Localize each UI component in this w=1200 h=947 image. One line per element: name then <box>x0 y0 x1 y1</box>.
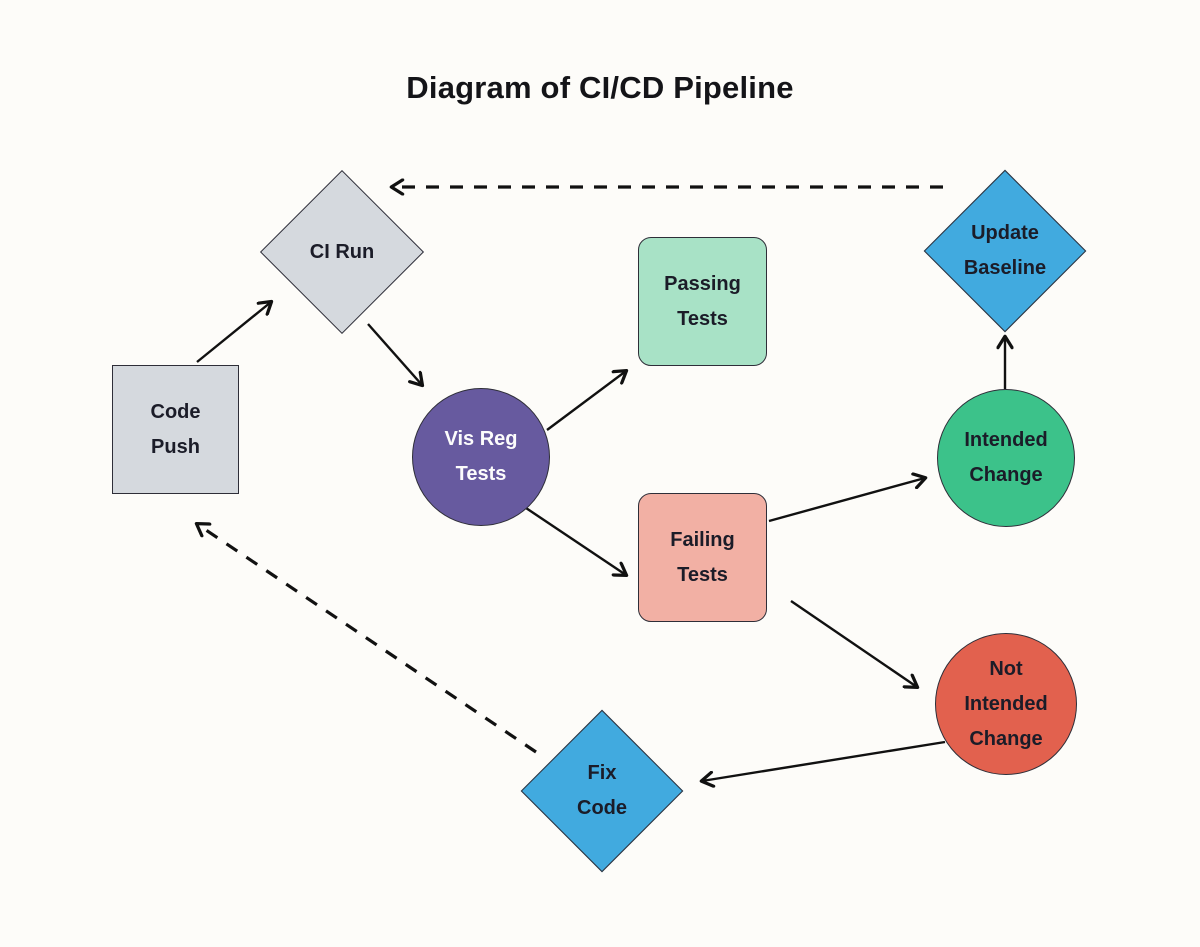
node-update-baseline: Update Baseline <box>923 169 1087 333</box>
node-ci-run: CI Run <box>259 169 425 335</box>
node-code-push: Code Push <box>112 365 239 494</box>
node-passing-tests-label: Passing Tests <box>664 272 741 330</box>
node-not-intended-change: Not Intended Change <box>935 633 1077 775</box>
node-passing-tests: Passing Tests <box>638 237 767 366</box>
node-vis-reg-tests-label: Vis Reg Tests <box>444 428 518 485</box>
node-fix-code-label: Fix Code <box>577 762 627 819</box>
edge-ci-run-to-vis-reg-tests <box>367 323 422 385</box>
node-failing-tests: Failing Tests <box>638 493 767 622</box>
edge-vis-reg-tests-to-passing-tests <box>546 371 626 431</box>
edge-failing-tests-to-intended-change <box>768 478 925 523</box>
edge-not-intended-change-to-fix-code <box>702 740 946 781</box>
node-code-push-label: Code Push <box>150 400 201 458</box>
edge-code-push-to-ci-run <box>196 302 271 363</box>
edge-vis-reg-tests-to-failing-tests <box>525 507 626 575</box>
node-vis-reg-tests: Vis Reg Tests <box>412 388 550 526</box>
node-fix-code: Fix Code <box>520 709 684 873</box>
node-failing-tests-label: Failing Tests <box>670 528 735 586</box>
node-not-intended-change-label: Not Intended Change <box>964 657 1048 750</box>
edge-fix-code-to-code-push <box>197 524 537 754</box>
node-intended-change: Intended Change <box>937 389 1075 527</box>
edge-failing-tests-to-not-intended-change <box>790 600 917 687</box>
node-intended-change-label: Intended Change <box>964 429 1048 486</box>
node-update-baseline-label: Update Baseline <box>963 222 1047 279</box>
node-ci-run-label: CI Run <box>309 240 375 263</box>
diagram-title: Diagram of CI/CD Pipeline <box>406 70 794 105</box>
